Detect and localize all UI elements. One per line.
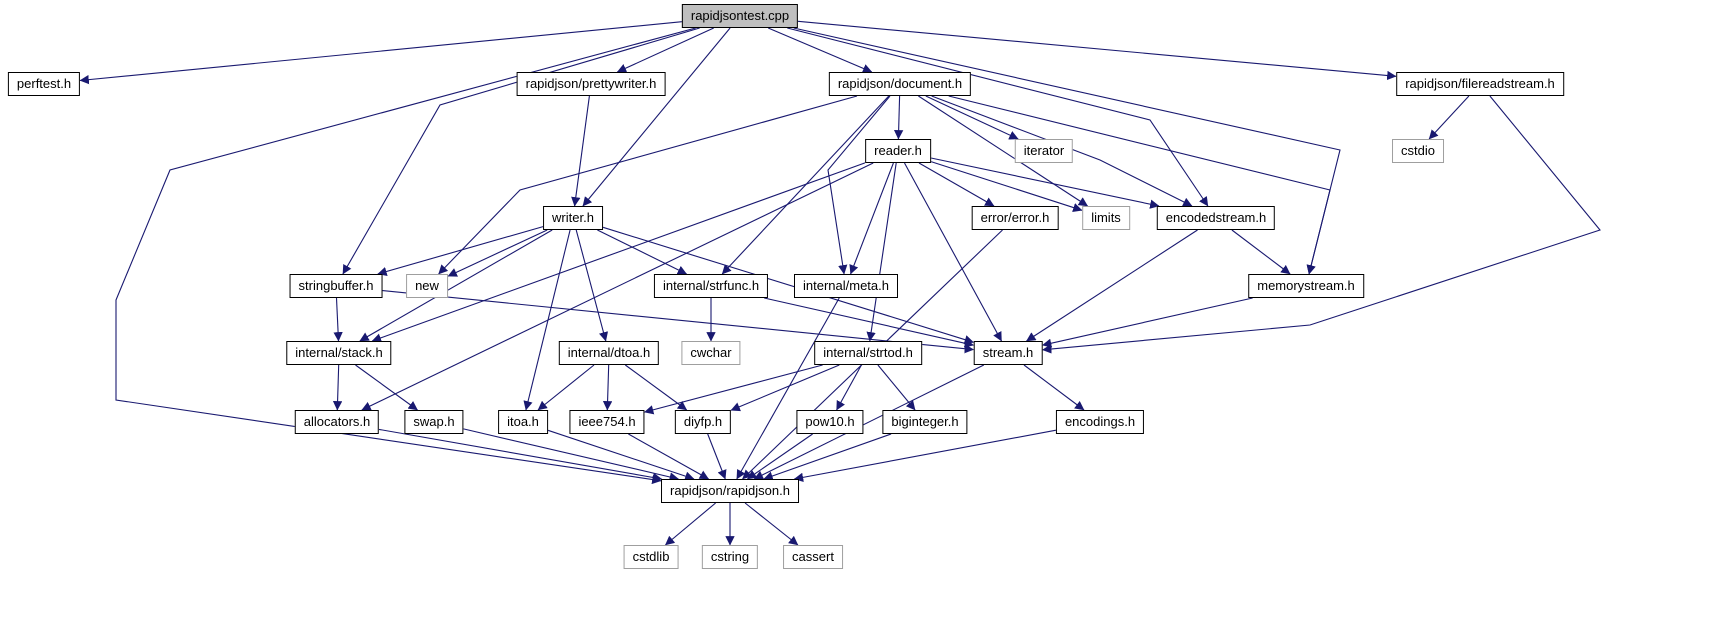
graph-node-stream_h[interactable]: stream.h: [973, 341, 1043, 365]
edge-reader_h-to-allocators_h: [361, 162, 874, 411]
graph-node-pow10_h[interactable]: pow10.h: [796, 410, 864, 434]
edge-document_h-to-memorystream_h: [948, 95, 1331, 275]
edge-rapidjsontest_cpp-to-prettywriter_h: [616, 27, 714, 73]
edge-rapidjsontest_cpp-to-document_h: [767, 27, 873, 73]
graph-node-biginteger_h[interactable]: biginteger.h: [882, 410, 968, 434]
edge-reader_h-to-stack_h: [371, 162, 866, 343]
edge-strtod_h-to-diyfp_h: [730, 364, 840, 412]
graph-node-rapidjson_h[interactable]: rapidjson/rapidjson.h: [661, 479, 799, 503]
graph-node-writer_h[interactable]: writer.h: [543, 206, 603, 230]
edge-reader_h-to-limits: [930, 161, 1083, 213]
graph-node-dtoa_h[interactable]: internal/dtoa.h: [558, 341, 660, 365]
graph-node-stack_h[interactable]: internal/stack.h: [286, 341, 392, 365]
graph-node-cstring: cstring: [701, 545, 759, 569]
graph-node-limits: limits: [1082, 206, 1130, 230]
edge-stream_h-to-encodings_h: [1023, 364, 1085, 411]
graph-node-iterator: iterator: [1014, 139, 1074, 163]
edge-allocators_h-to-rapidjson_h: [378, 428, 663, 483]
edge-dtoa_h-to-ieee754_h: [602, 364, 613, 411]
edge-stack_h-to-allocators_h: [332, 364, 343, 411]
edge-document_h-to-iterator: [925, 95, 1019, 140]
graph-node-encodedstream_h[interactable]: encodedstream.h: [1156, 206, 1276, 230]
edge-rapidjsontest_cpp-to-stringbuffer_h: [342, 27, 700, 275]
edge-stream_h-to-rapidjson_h: [753, 364, 985, 480]
edge-ieee754_h-to-rapidjson_h: [628, 433, 710, 480]
edge-filereadstream_h-to-stream_h: [1042, 95, 1601, 354]
edge-reader_h-to-stream_h: [904, 162, 1002, 342]
edge-stringbuffer_h-to-stack_h: [333, 297, 343, 342]
graph-node-ieee754_h[interactable]: ieee754.h: [569, 410, 645, 434]
graph-node-cstdio: cstdio: [1392, 139, 1444, 163]
edge-reader_h-to-meta_h: [849, 162, 894, 275]
graph-node-prettywriter_h[interactable]: rapidjson/prettywriter.h: [516, 72, 666, 96]
edge-memorystream_h-to-stream_h: [1042, 297, 1253, 348]
graph-node-diyfp_h[interactable]: diyfp.h: [674, 410, 732, 434]
edge-strfunc_h-to-stream_h: [764, 297, 974, 348]
edge-rapidjson_h-to-cstdlib: [665, 502, 716, 546]
graph-node-strtod_h[interactable]: internal/strtod.h: [814, 341, 922, 365]
edge-dtoa_h-to-diyfp_h: [624, 364, 688, 411]
graph-node-document_h[interactable]: rapidjson/document.h: [828, 72, 972, 96]
edge-document_h-to-meta_h: [827, 95, 891, 275]
edge-writer_h-to-new: [447, 229, 548, 277]
graph-node-cstdlib: cstdlib: [623, 545, 679, 569]
edge-rapidjsontest_cpp-to-writer_h: [582, 27, 731, 207]
edge-document_h-to-new: [438, 95, 858, 275]
graph-node-rapidjsontest_cpp[interactable]: rapidjsontest.cpp: [681, 4, 799, 28]
graph-node-strfunc_h[interactable]: internal/strfunc.h: [653, 274, 769, 298]
edge-dtoa_h-to-itoa_h: [537, 364, 595, 411]
edge-stack_h-to-swap_h: [355, 364, 418, 411]
edge-filereadstream_h-to-cstdio: [1428, 95, 1470, 140]
edge-document_h-to-reader_h: [893, 95, 904, 140]
graph-node-error_error_h[interactable]: error/error.h: [971, 206, 1059, 230]
edge-pow10_h-to-rapidjson_h: [747, 433, 813, 480]
edge-meta_h-to-rapidjson_h: [736, 297, 840, 480]
graph-node-encodings_h[interactable]: encodings.h: [1055, 410, 1145, 434]
edge-prettywriter_h-to-writer_h: [571, 95, 590, 207]
edge-swap_h-to-rapidjson_h: [463, 428, 679, 482]
graph-node-memorystream_h[interactable]: memorystream.h: [1248, 274, 1364, 298]
graph-node-perftest_h[interactable]: perftest.h: [7, 72, 81, 96]
edge-writer_h-to-stack_h: [359, 229, 553, 342]
edge-biginteger_h-to-rapidjson_h: [763, 433, 892, 481]
edge-stringbuffer_h-to-stream_h: [382, 290, 974, 354]
edge-strtod_h-to-ieee754_h: [644, 364, 823, 415]
graph-node-stringbuffer_h[interactable]: stringbuffer.h: [289, 274, 383, 298]
edge-encodedstream_h-to-memorystream_h: [1231, 229, 1291, 275]
edge-itoa_h-to-rapidjson_h: [547, 429, 695, 481]
edge-encodedstream_h-to-stream_h: [1026, 229, 1198, 342]
graph-node-meta_h[interactable]: internal/meta.h: [794, 274, 898, 298]
edge-document_h-to-strfunc_h: [721, 95, 890, 275]
graph-node-allocators_h[interactable]: allocators.h: [294, 410, 380, 434]
edge-writer_h-to-dtoa_h: [575, 229, 609, 342]
graph-node-cassert: cassert: [783, 545, 843, 569]
edge-rapidjsontest_cpp-to-perftest_h: [79, 21, 683, 85]
edge-writer_h-to-stream_h: [602, 226, 974, 345]
graph-node-itoa_h[interactable]: itoa.h: [498, 410, 548, 434]
graph-node-swap_h[interactable]: swap.h: [404, 410, 464, 434]
edge-encodings_h-to-rapidjson_h: [793, 429, 1057, 482]
edge-strtod_h-to-pow10_h: [836, 364, 862, 411]
edge-diyfp_h-to-rapidjson_h: [707, 433, 727, 480]
edge-writer_h-to-stringbuffer_h: [377, 226, 544, 277]
graph-node-new: new: [406, 274, 448, 298]
graph-node-reader_h[interactable]: reader.h: [865, 139, 931, 163]
edge-document_h-to-limits: [918, 95, 1088, 207]
edge-writer_h-to-strfunc_h: [597, 229, 688, 275]
graph-node-filereadstream_h[interactable]: rapidjson/filereadstream.h: [1396, 72, 1564, 96]
edge-document_h-to-encodedstream_h: [931, 95, 1193, 207]
edge-rapidjsontest_cpp-to-filereadstream_h: [797, 20, 1397, 81]
edge-rapidjsontest_cpp-to-encodedstream_h: [787, 27, 1209, 207]
edge-writer_h-to-itoa_h: [523, 229, 571, 411]
graph-node-cwchar: cwchar: [681, 341, 741, 365]
edge-rapidjson_h-to-cassert: [744, 502, 799, 546]
edge-strtod_h-to-biginteger_h: [877, 364, 916, 411]
edge-reader_h-to-error_error_h: [918, 162, 995, 207]
edge-reader_h-to-encodedstream_h: [930, 157, 1160, 209]
